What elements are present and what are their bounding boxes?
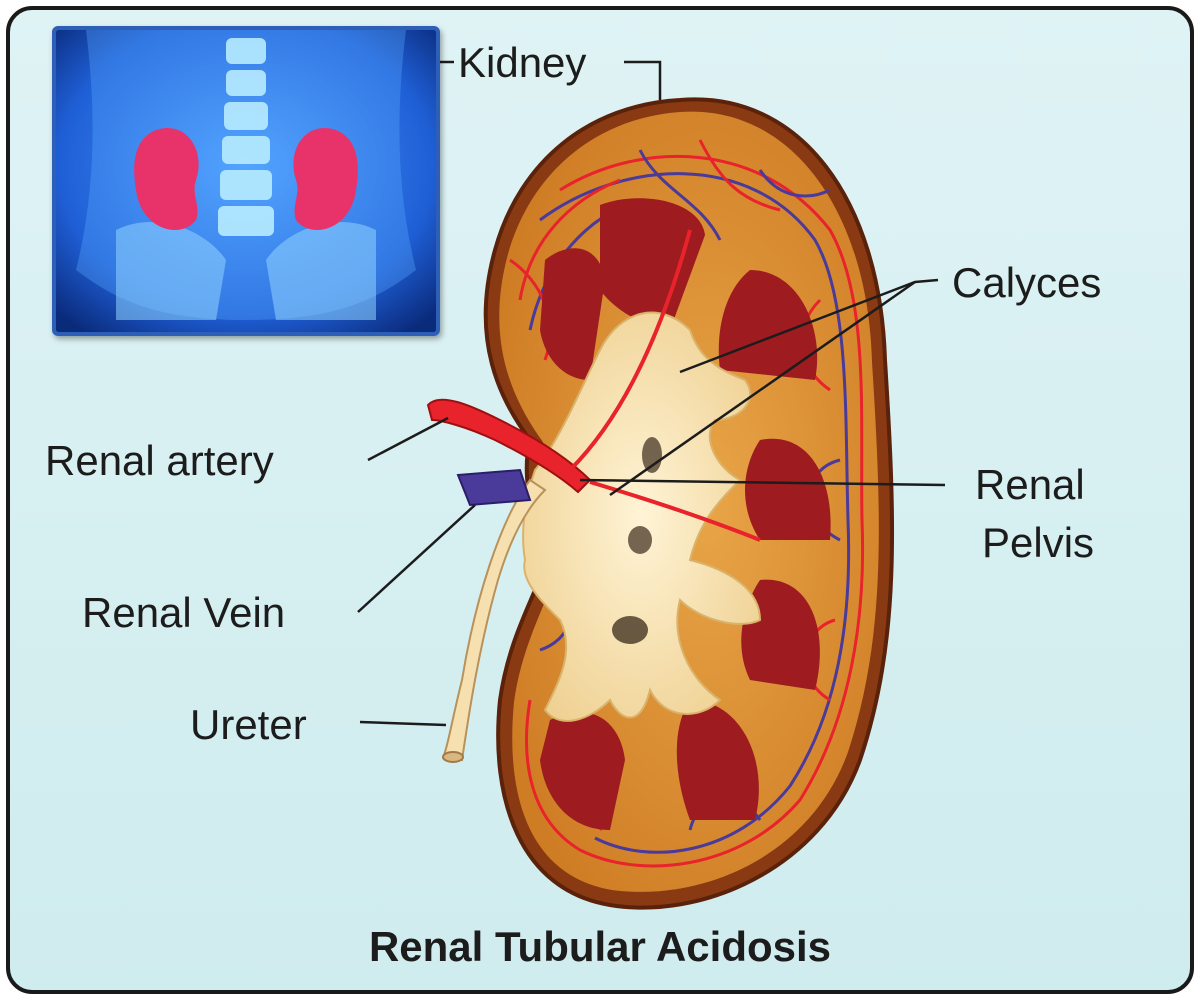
xray-image [56, 30, 436, 332]
calyx-opening-3 [612, 616, 648, 644]
label-renal-artery: Renal artery [45, 437, 274, 484]
label-kidney: Kidney [458, 39, 587, 86]
label-ureter: Ureter [190, 701, 307, 748]
label-renal-pelvis-line1: Renal [975, 461, 1085, 508]
label-renal-vein: Renal Vein [82, 589, 286, 636]
label-calyces: Calyces [952, 259, 1102, 306]
xray-kidney-right [293, 128, 358, 230]
xray-kidney-left [134, 128, 199, 230]
renal-vein-vessel [456, 468, 532, 507]
leader-lines [357, 60, 946, 727]
calyx-opening-1 [642, 437, 662, 473]
calyx-opening-2 [628, 526, 652, 554]
ureter-end [442, 751, 464, 763]
spine [218, 38, 274, 236]
xray-inset [52, 26, 440, 336]
medullary-pyramids [540, 198, 831, 830]
renal-pelvis-shape [522, 311, 762, 722]
diagram-title: Renal Tubular Acidosis [368, 923, 832, 970]
pelvis-bone [116, 221, 376, 320]
artery-branch-lower [589, 480, 761, 542]
label-renal-pelvis-line2: Pelvis [982, 519, 1095, 566]
artery-branch-upper [568, 229, 692, 472]
